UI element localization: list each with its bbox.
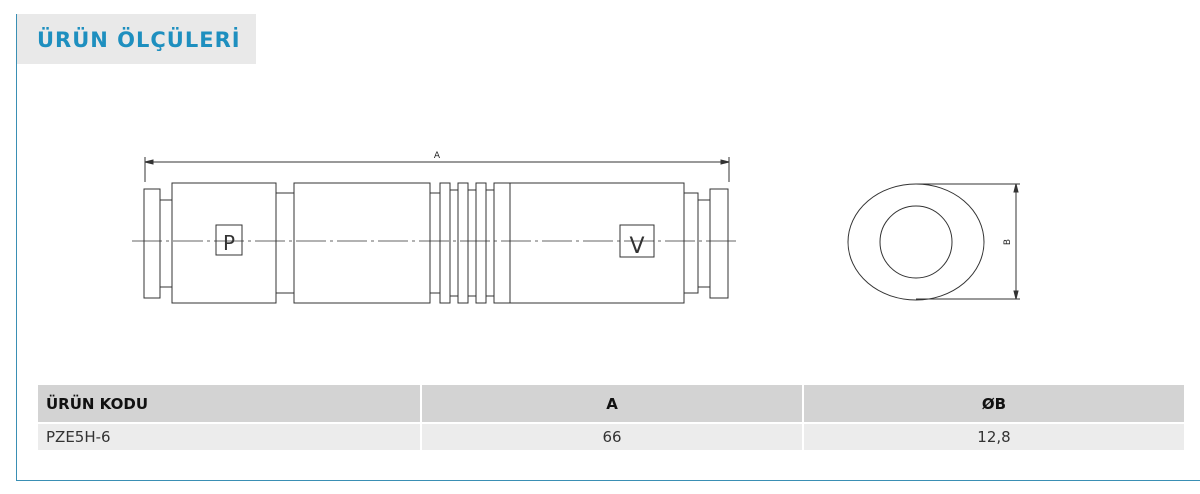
dim-b-arrow-top — [1013, 183, 1019, 193]
rib-gap-2 — [467, 189, 477, 297]
rib-neck-left — [429, 192, 441, 294]
header-product-code: ÜRÜN KODU — [38, 385, 420, 422]
table-header-row: ÜRÜN KODU A ØB — [38, 385, 1184, 422]
table-row: PZE5H-6 66 12,8 — [38, 424, 1184, 450]
rib-gap-3 — [485, 189, 495, 297]
right-collet — [697, 199, 711, 288]
left-collet — [159, 199, 173, 288]
left-neck — [275, 192, 295, 294]
cell-a: 66 — [422, 424, 802, 450]
side-view-inner — [879, 205, 953, 279]
middle-tube — [293, 182, 431, 304]
side-view-outer — [847, 183, 985, 301]
header-ob: ØB — [804, 385, 1184, 422]
right-body — [509, 182, 685, 304]
dim-a-arrow-left — [144, 159, 154, 165]
rib-4 — [493, 182, 511, 304]
port-p-box — [215, 224, 243, 256]
right-end-cap — [709, 188, 729, 299]
rib-1 — [439, 182, 451, 304]
product-dimensions-table: ÜRÜN KODU A ØB PZE5H-6 66 12,8 — [36, 383, 1186, 452]
section-header-tab — [17, 14, 256, 64]
cell-ob: 12,8 — [804, 424, 1184, 450]
frame-bottom-border — [16, 480, 1200, 481]
dim-b-label: B — [1003, 239, 1013, 245]
frame-left-border — [16, 14, 17, 481]
dim-a-arrow-right — [720, 159, 730, 165]
rib-2 — [457, 182, 469, 304]
cell-product-code: PZE5H-6 — [38, 424, 420, 450]
header-a: A — [422, 385, 802, 422]
port-v-label: V — [629, 234, 644, 259]
left-end-cap — [143, 188, 161, 299]
rib-3 — [475, 182, 487, 304]
technical-drawing: A P V B — [132, 151, 1020, 304]
right-neck — [683, 192, 699, 294]
section-title: ÜRÜN ÖLÇÜLERİ — [37, 28, 241, 52]
port-p-label: P — [223, 231, 235, 255]
rib-gap-1 — [449, 189, 459, 297]
dim-a-label: A — [434, 151, 441, 161]
dim-b-arrow-bottom — [1013, 290, 1019, 300]
